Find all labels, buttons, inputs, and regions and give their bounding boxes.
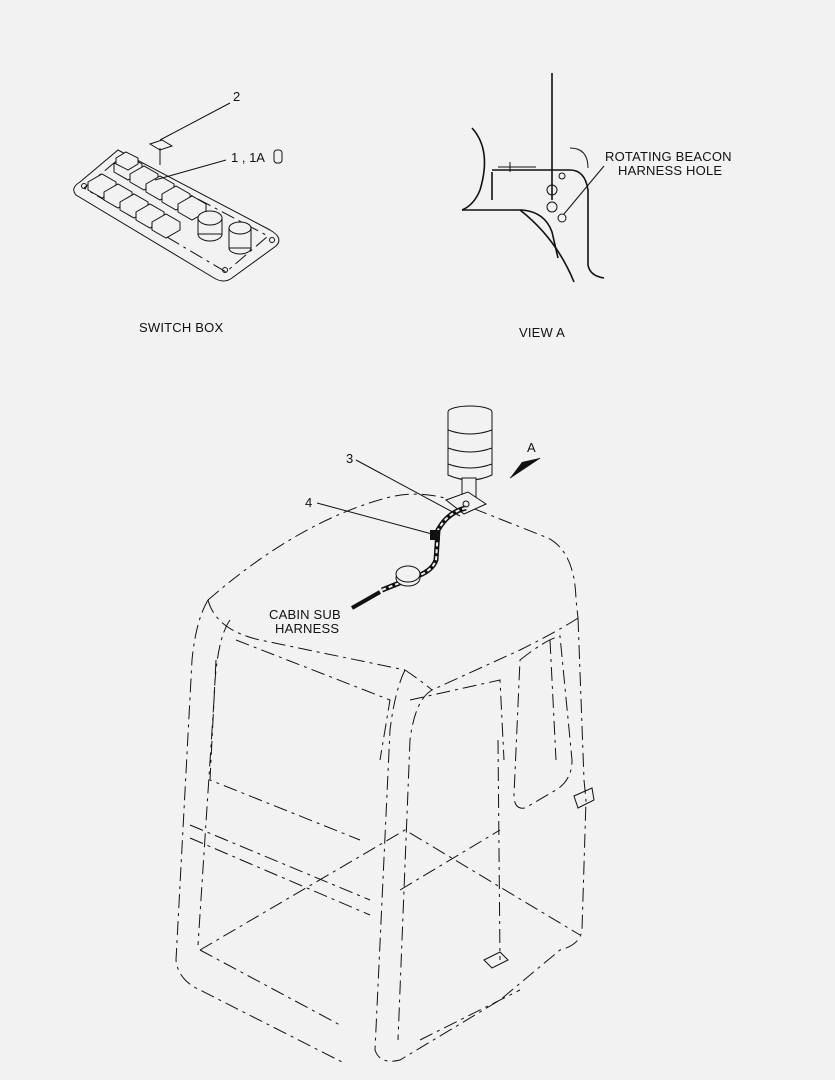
switch-box-caption: SWITCH BOX bbox=[139, 320, 223, 335]
callout-1-1a: 1 , 1A bbox=[231, 150, 265, 165]
view-a-caption: VIEW A bbox=[519, 325, 565, 340]
beacon-hole-label-line2: HARNESS HOLE bbox=[618, 163, 722, 178]
sub-harness bbox=[351, 505, 467, 610]
switch-box-drawing bbox=[73, 102, 283, 282]
cabin-harness-label-line2: HARNESS bbox=[275, 621, 339, 636]
cabin-drawing bbox=[175, 405, 595, 1063]
view-a-drawing bbox=[461, 73, 605, 283]
callout-2: 2 bbox=[233, 89, 240, 104]
cabin-harness-label-line1: CABIN SUB bbox=[269, 607, 341, 622]
callout-4: 4 bbox=[305, 495, 312, 510]
callout-3: 3 bbox=[346, 451, 353, 466]
rotating-beacon bbox=[444, 405, 493, 515]
view-marker-a: A bbox=[527, 440, 536, 455]
beacon-hole-label-line1: ROTATING BEACON bbox=[605, 149, 732, 164]
